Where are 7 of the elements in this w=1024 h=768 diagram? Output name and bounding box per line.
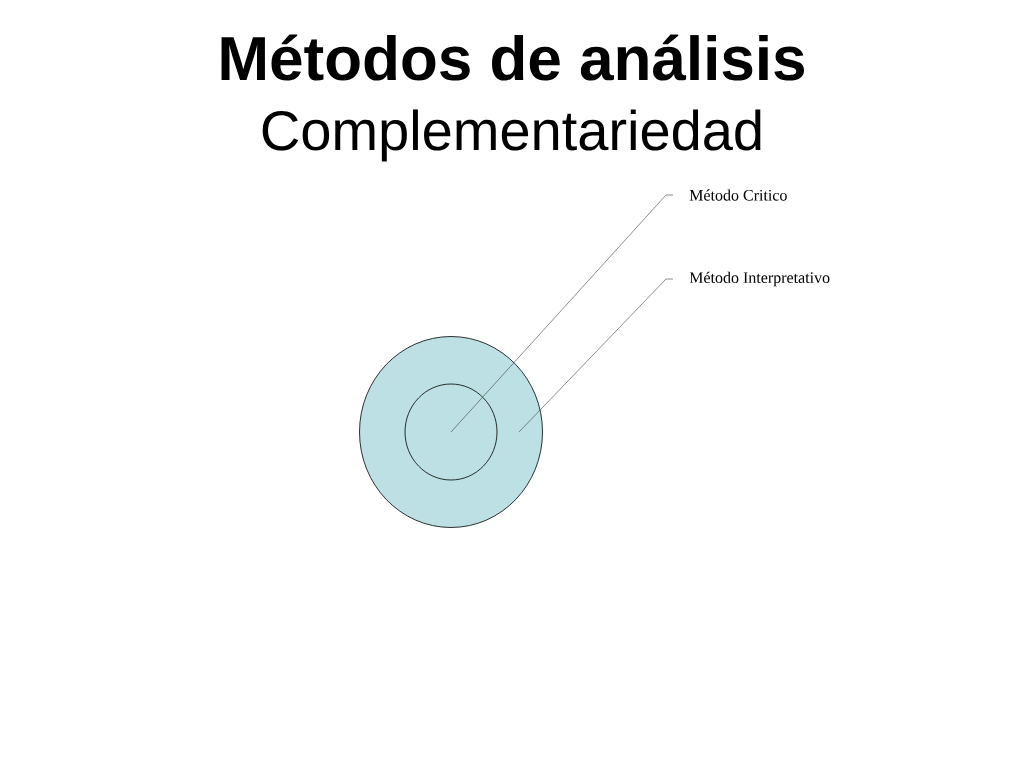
subtitle: Complementariedad xyxy=(262,109,761,162)
callout-label: Método Interpretativo xyxy=(689,271,830,287)
inner-circle xyxy=(404,383,498,481)
leader-line xyxy=(518,278,674,433)
callout-label: Método Critico xyxy=(689,189,787,201)
title: Métodos de análisis xyxy=(221,34,804,81)
leader-line xyxy=(450,194,674,433)
